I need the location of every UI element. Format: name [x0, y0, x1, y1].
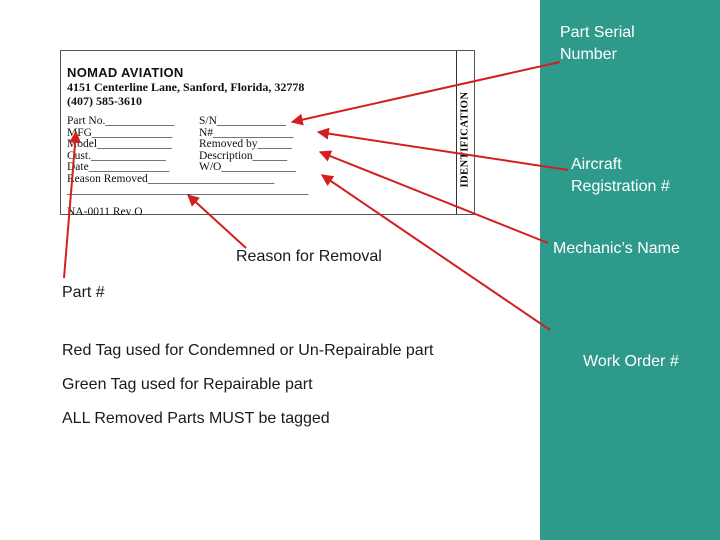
tag-field-row: Cust._____________ Description______ — [67, 149, 319, 163]
callout-mechanics-name: Mechanic’s Name — [553, 240, 680, 257]
note-red-tag: Red Tag used for Condemned or Un-Repaira… — [62, 342, 434, 359]
tag-content: NOMAD AVIATION 4151 Centerline Lane, San… — [67, 65, 319, 219]
field-mfg: MFG______________ — [67, 126, 173, 139]
callout-part-number: Part # — [62, 284, 105, 301]
identification-tag: NOMAD AVIATION 4151 Centerline Lane, San… — [60, 50, 475, 218]
tag-field-row: MFG______________ N#______________ — [67, 126, 319, 140]
tag-field-row: Date______________ W/O_____________ — [67, 161, 319, 174]
field-description: Description______ — [199, 149, 288, 162]
company-address: 4151 Centerline Lane, Sanford, Florida, … — [67, 80, 305, 94]
field-part-no: Part No.____________ — [67, 115, 175, 127]
tag-fields: Part No.____________ S/N____________ MFG… — [67, 115, 319, 197]
note-all-tagged: ALL Removed Parts MUST be tagged — [62, 410, 330, 427]
field-n-number: N#______________ — [199, 126, 294, 139]
sidebar-panel — [540, 0, 720, 540]
field-reason-blank-line: ________________________________________… — [67, 184, 309, 196]
note-green-tag: Green Tag used for Repairable part — [62, 376, 313, 393]
callout-work-order: Work Order # — [583, 353, 679, 370]
identification-label: IDENTIFICATION — [456, 89, 474, 189]
form-revision: NA-0011 Rev O — [67, 205, 143, 218]
field-reason-removed: Reason Removed______________________ — [67, 172, 275, 185]
callout-reason-for-removal: Reason for Removal — [236, 248, 382, 265]
field-serial: S/N____________ — [199, 115, 286, 127]
field-cust: Cust._____________ — [67, 149, 166, 162]
tag-field-row: Model_____________ Removed by______ — [67, 138, 319, 151]
company-name: NOMAD AVIATION — [67, 65, 184, 80]
tag-field-row: Part No.____________ S/N____________ — [67, 115, 319, 128]
callout-part-serial-number: Part Serial Number — [560, 24, 635, 63]
field-work-order: W/O_____________ — [199, 161, 297, 173]
company-phone: (407) 585-3610 — [67, 94, 142, 108]
identification-text: IDENTIFICATION — [459, 90, 471, 188]
notes-list: Red Tag used for Condemned or Un-Repaira… — [62, 340, 482, 442]
field-model: Model_____________ — [67, 138, 172, 150]
field-date: Date______________ — [67, 161, 170, 173]
field-removed-by: Removed by______ — [199, 138, 292, 150]
callout-aircraft-registration: Aircraft Registration # — [571, 156, 670, 195]
